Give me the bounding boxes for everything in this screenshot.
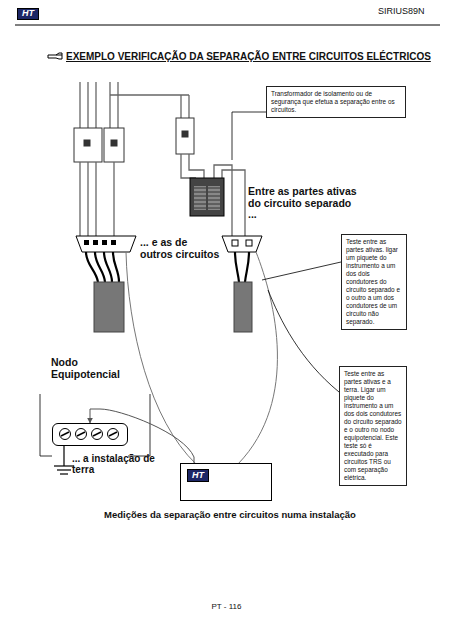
title: EXEMPLO VERIFICAÇÃO DA SEPARAÇÃO ENTRE C… [66,51,431,62]
breakers [74,118,194,162]
cable [234,282,252,332]
region-label: ... e as de outros circuitos [140,237,222,260]
caption: Medições da separação entre circuitos nu… [104,509,356,520]
node-text: Nodo Equipotencial [51,356,141,380]
node-text: HT [187,469,209,482]
callout-box: Teste entre as partes ativas. ligar um p… [341,234,407,330]
model-name: SIRIUS89N [378,7,425,17]
wires [80,154,245,236]
node-text: Teste entre as partes ativas e a terra. … [344,370,402,482]
screws [53,424,126,444]
test-leads [126,252,277,464]
instrument: HT [180,463,272,501]
node-text: Teste entre as partes ativas. ligar um p… [346,238,402,326]
brand-logo: HT [17,8,39,20]
callout-box: Transformador de isolamento ou de segura… [266,86,406,118]
hand-icon [48,53,62,59]
callout-box: Teste entre as partes ativas e a terra. … [339,366,407,486]
transformer [190,178,224,216]
region-label: Entre as partes ativas do circuito separ… [248,186,360,221]
bracket [40,394,150,456]
cable [94,282,124,332]
ground-symbol [54,446,74,474]
equipotential-bar: Nodo Equipotencial [52,423,128,446]
node-text: Transformador de isolamento ou de segura… [271,90,401,114]
leader-lines [232,112,341,392]
page-number: PT - 116 [0,603,453,612]
busbars [80,82,189,128]
region-label: ... a instalação de terra [72,453,164,475]
